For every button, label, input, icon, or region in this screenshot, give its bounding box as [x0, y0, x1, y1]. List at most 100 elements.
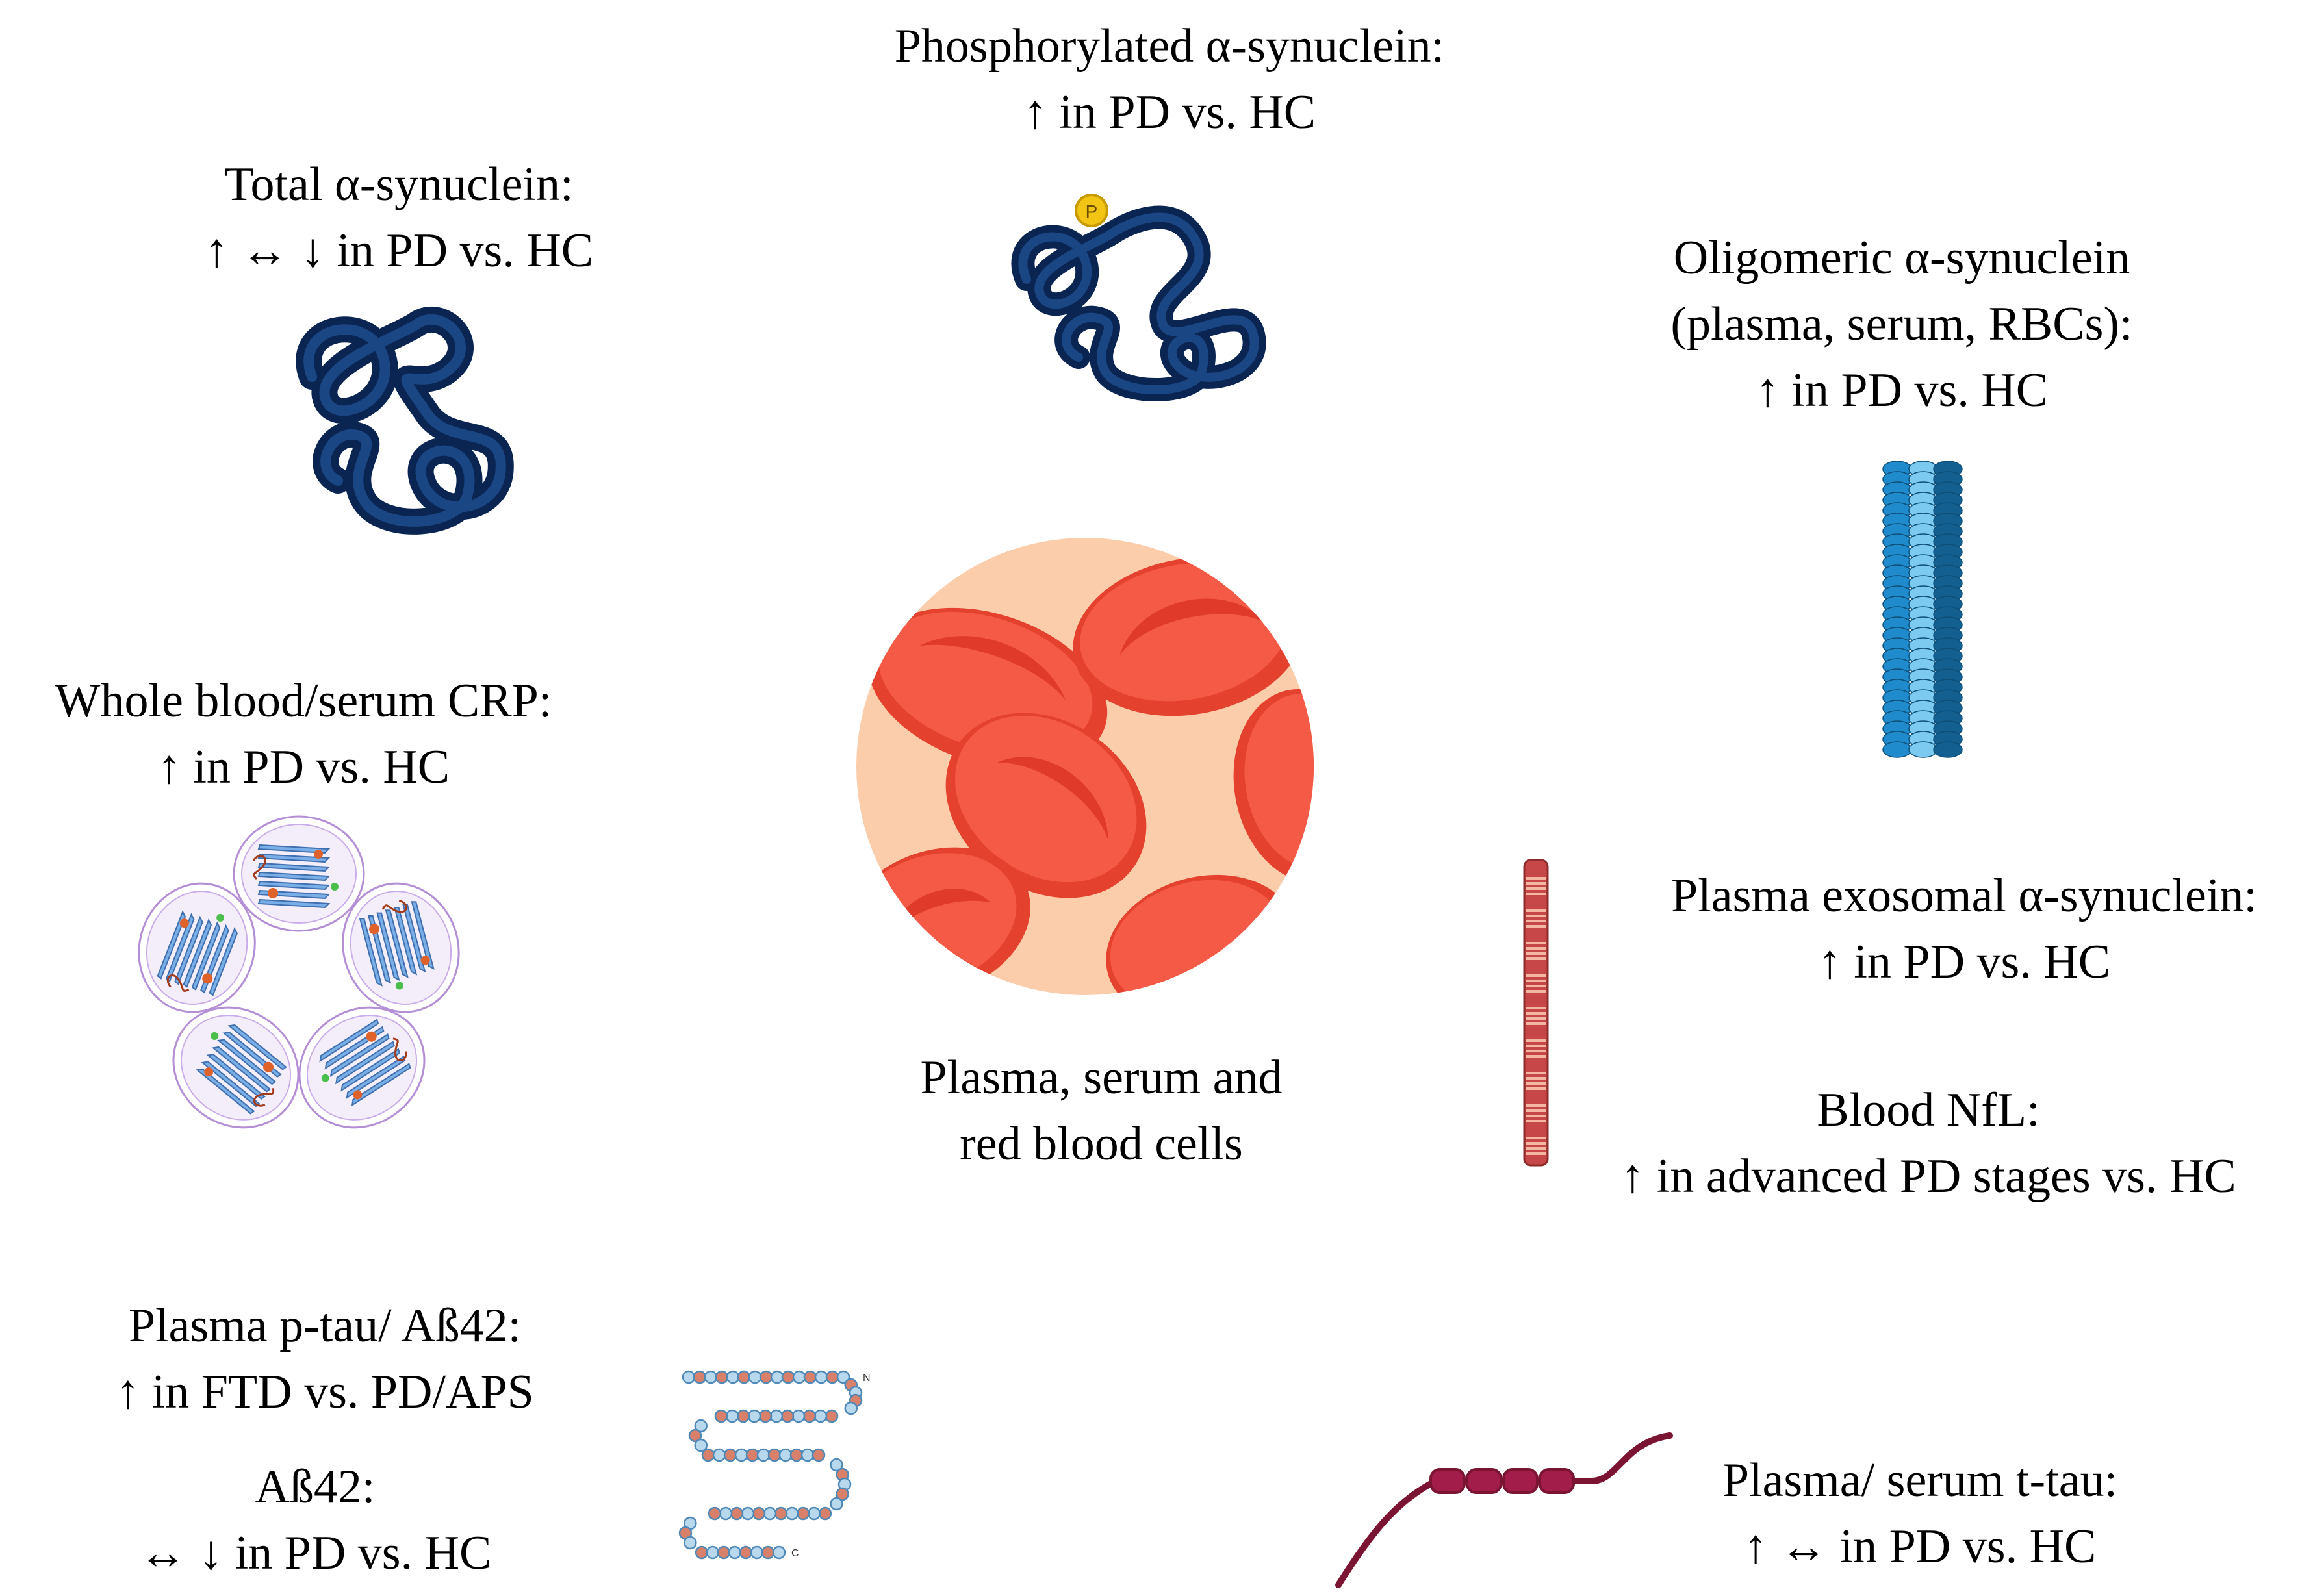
abeta-bead [747, 1409, 761, 1423]
abeta-bead [778, 1448, 793, 1462]
abeta-bead [694, 1419, 708, 1433]
abeta-bead [807, 1506, 821, 1521]
abeta42-chain-icon: NC [678, 1370, 871, 1560]
nfl-label: Blood NfL: ↑ in advanced PD stages vs. H… [1620, 1077, 2236, 1210]
abeta-bead [796, 1506, 810, 1521]
nfl-stripe [1526, 1007, 1546, 1009]
abeta-bead [825, 1370, 839, 1384]
abeta-bead [704, 1370, 718, 1384]
abeta-bead [706, 1545, 720, 1560]
nfl-stripe [1526, 1077, 1546, 1080]
nfl-stripe [1526, 877, 1546, 880]
abeta-bead [712, 1448, 726, 1462]
nfl-stripe [1526, 887, 1546, 890]
nfl-stripe [1526, 974, 1546, 977]
exosomal-synuclein-finding: ↑ in PD vs. HC [1817, 935, 2111, 989]
nfl-finding: ↑ in advanced PD stages vs. HC [1620, 1150, 2236, 1203]
abeta-terminal-label: C [791, 1548, 799, 1559]
abeta-bead [791, 1409, 806, 1423]
abeta-bead [802, 1409, 817, 1423]
abeta-bead [800, 1448, 815, 1462]
nfl-stripe [1526, 952, 1546, 955]
abeta-bead [739, 1545, 753, 1560]
abeta-bead [728, 1545, 742, 1560]
abeta-bead [741, 1506, 755, 1521]
abeta-finding: ↔ ↓ in PD vs. HC [138, 1526, 492, 1580]
nfl-stripe [1526, 1137, 1546, 1139]
blood-cells-icon [856, 538, 1314, 995]
abeta-bead [769, 1409, 784, 1423]
abeta-bead [695, 1545, 709, 1560]
nfl-stripe [1526, 920, 1546, 922]
nfl-stripe [1526, 925, 1546, 928]
abeta-bead [684, 1536, 697, 1550]
abeta-bead [789, 1448, 804, 1462]
nfl-stripe [1526, 1072, 1546, 1074]
abeta-bead [761, 1545, 775, 1560]
nfl-stripe [1526, 1152, 1546, 1155]
total-synuclein-title: Total α-synuclein: [224, 158, 574, 211]
abeta-bead [830, 1458, 843, 1472]
abeta-bead [737, 1370, 751, 1384]
abeta-bead [723, 1448, 737, 1462]
nfl-stripe [1526, 1142, 1546, 1145]
abeta-bead [792, 1370, 806, 1384]
abeta-bead [785, 1506, 799, 1521]
center-label: Plasma, serum and red blood cells [921, 1045, 1283, 1177]
phospho-synuclein-label: Phosphorylated α-synuclein: ↑ in PD vs. … [895, 13, 1444, 146]
abeta-bead [836, 1370, 850, 1384]
abeta-bead [824, 1409, 839, 1423]
phosphate-marker-text: P [1086, 201, 1098, 222]
nfl-stripe [1526, 1120, 1546, 1122]
abeta-bead [682, 1370, 696, 1384]
abeta-bead [803, 1370, 817, 1384]
abeta-bead [763, 1506, 777, 1521]
abeta-bead [758, 1409, 773, 1423]
nfl-stripe [1526, 947, 1546, 950]
nfl-stripe [1526, 1082, 1546, 1085]
abeta-bead [750, 1545, 764, 1560]
nfl-stripe [1526, 942, 1546, 944]
oligomeric-synuclein-icon [1882, 461, 1963, 758]
abeta-bead [772, 1545, 786, 1560]
nfl-stripe [1526, 980, 1546, 982]
abeta-bead [715, 1370, 729, 1384]
abeta-bead [730, 1506, 744, 1521]
oligomeric-synuclein-finding: ↑ in PD vs. HC [1755, 364, 2049, 417]
total-synuclein-finding: ↑ ↔ ↓ in PD vs. HC [204, 224, 594, 277]
nfl-stripe [1526, 1147, 1546, 1150]
nfl-stripe [1526, 1045, 1546, 1047]
abeta-bead [781, 1370, 795, 1384]
nfl-stripe [1526, 1017, 1546, 1020]
crp-pentamer-icon [138, 815, 460, 1129]
ttau-title: Plasma/ serum t-tau: [1722, 1454, 2118, 1507]
abeta-bead [811, 1448, 826, 1462]
abeta-bead [814, 1370, 828, 1384]
nfl-stripe [1526, 882, 1546, 885]
nfl-stripe [1526, 957, 1546, 960]
abeta-bead [774, 1506, 788, 1521]
ttau-finding: ↑ ↔ in PD vs. HC [1743, 1520, 2097, 1573]
abeta-bead [688, 1428, 702, 1443]
abeta-bead [714, 1409, 728, 1423]
crp-subunit [233, 815, 365, 932]
abeta-bead [780, 1409, 795, 1423]
nfl-stripe [1526, 893, 1546, 895]
phospho-synuclein-finding: ↑ in PD vs. HC [1023, 86, 1316, 139]
oligomer-bead [1933, 741, 1963, 758]
abeta-bead [725, 1409, 739, 1423]
abeta-bead [756, 1448, 771, 1462]
ptau-label: Plasma p-tau/ Aß42: ↑ in FTD vs. PD/APS [116, 1293, 534, 1425]
abeta-label: Aß42: ↔ ↓ in PD vs. HC [139, 1454, 492, 1586]
crp-label: Whole blood/serum CRP: ↑ in PD vs. HC [55, 668, 552, 800]
abeta-bead [770, 1370, 784, 1384]
oligomeric-synuclein-title: Oligomeric α-synuclein [1673, 231, 2130, 285]
abeta-bead [708, 1506, 722, 1521]
total-synuclein-label: Total α-synuclein: ↑ ↔ ↓ in PD vs. HC [205, 151, 593, 284]
phospho-synuclein-title: Phosphorylated α-synuclein: [894, 19, 1445, 73]
exosomal-synuclein-title: Plasma exosomal α-synuclein: [1671, 869, 2257, 922]
center-line-1: Plasma, serum and [920, 1051, 1283, 1104]
abeta-bead [745, 1448, 760, 1462]
crp-subunit [172, 1006, 300, 1129]
ptau-finding: ↑ in FTD vs. PD/APS [116, 1365, 534, 1419]
